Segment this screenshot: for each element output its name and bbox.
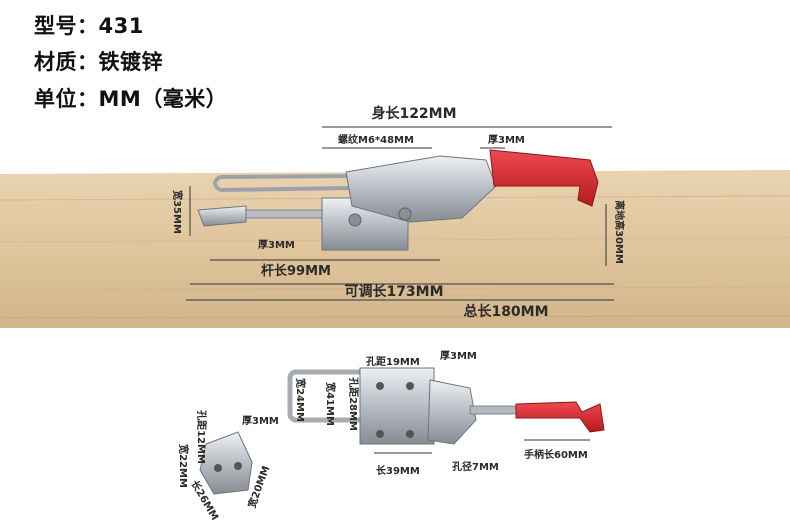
dim-adjustable-length: 可调长173MM	[344, 283, 443, 300]
dim-length-39: 长39MM	[376, 464, 420, 477]
dim-hole-spacing-28: 孔距28MM	[347, 377, 360, 431]
dim-thickness-3-bottom: 厚3MM	[440, 350, 477, 362]
dim-thickness-base: 厚3MM	[258, 239, 295, 251]
material-label: 材质：铁镀锌	[34, 50, 163, 74]
bottom-latch	[287, 367, 605, 445]
main-latch	[197, 149, 599, 251]
dim-width-24: 宽24MM	[294, 377, 307, 422]
dim-thickness-top: 厚3MM	[488, 134, 525, 146]
dim-hole-diameter: 孔径7MM	[452, 460, 499, 473]
dim-width-41: 宽41MM	[324, 381, 337, 426]
model-label: 型号：431	[34, 14, 144, 38]
dim-hole-spacing-12: 孔距12MM	[195, 410, 208, 464]
dim-width-22: 宽22MM	[177, 443, 190, 488]
dim-rod-length: 杆长99MM	[261, 263, 331, 279]
dim-width-35: 宽35MM	[171, 189, 184, 234]
dim-thickness-3-catch: 厚3MM	[242, 415, 279, 427]
unit-label: 单位：MM（毫米）	[34, 87, 228, 111]
dimension-lines	[186, 126, 614, 454]
dim-handle-length: 手柄长60MM	[524, 448, 588, 461]
dim-height-30: 离地高30MM	[613, 200, 626, 264]
dim-body-length: 身长122MM	[371, 105, 456, 122]
dim-total-length: 总长180MM	[463, 303, 548, 320]
dim-thread: 螺纹M6*48MM	[338, 133, 414, 146]
dim-hole-spacing-19: 孔距19MM	[366, 355, 420, 368]
catch-plate	[199, 431, 253, 495]
